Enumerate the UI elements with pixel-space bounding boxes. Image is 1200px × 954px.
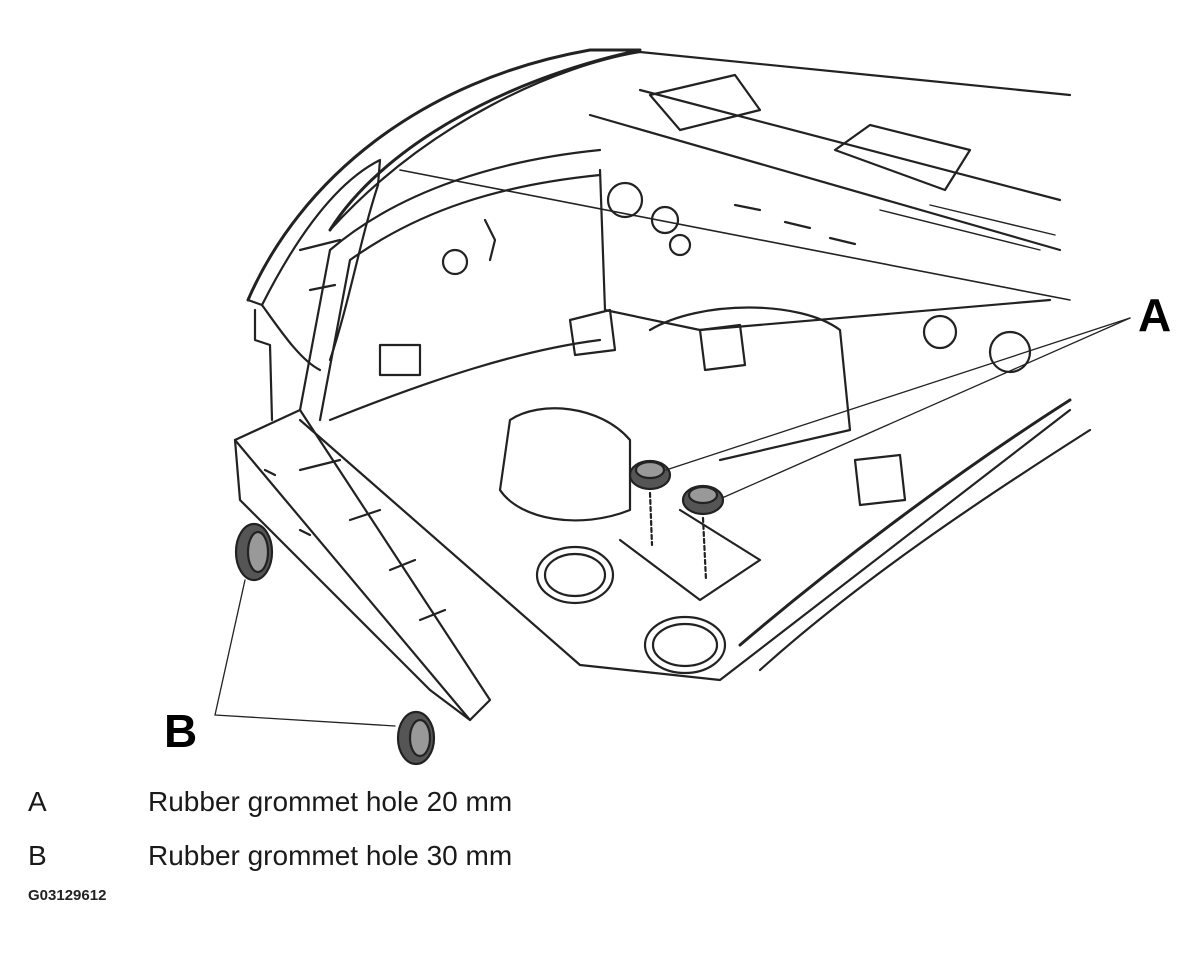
legend-row-a: A Rubber grommet hole 20 mm xyxy=(28,786,512,818)
trunk-floor-illustration xyxy=(214,48,1131,766)
grommet-20mm xyxy=(628,459,725,582)
trunk-floor xyxy=(298,306,1092,682)
legend-key: A xyxy=(28,786,47,817)
legend-key: B xyxy=(28,840,47,871)
callout-label-b: B xyxy=(164,705,198,757)
callout-label-a: A xyxy=(1138,289,1172,341)
grommet-30mm xyxy=(234,522,436,766)
rear-panel xyxy=(598,168,1052,374)
legend-text: Rubber grommet hole 30 mm xyxy=(148,840,513,871)
figure-id: G03129612 xyxy=(28,887,107,904)
trunk-lid xyxy=(246,48,642,422)
left-side-wall xyxy=(298,148,602,422)
body-upper xyxy=(328,50,1072,301)
legend-text: Rubber grommet hole 20 mm xyxy=(148,786,513,817)
rear-cross-member xyxy=(233,408,492,722)
leader-lines xyxy=(214,317,1131,727)
legend-row-b: B Rubber grommet hole 30 mm xyxy=(28,840,512,872)
